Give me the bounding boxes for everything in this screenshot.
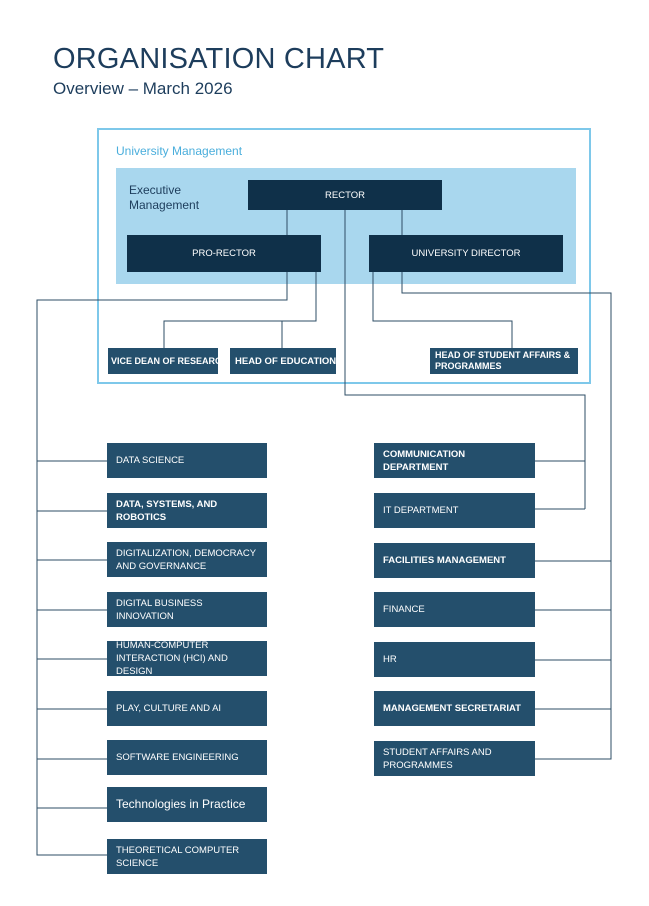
department-digitalization-democracy: DIGITALIZATION, DEMOCRACY AND GOVERNANCE bbox=[107, 542, 267, 577]
admin-student-affairs-programmes: STUDENT AFFAIRS AND PROGRAMMES bbox=[374, 741, 535, 776]
department-technologies-in-practice: Technologies in Practice bbox=[107, 787, 267, 822]
head-of-student-affairs-box: HEAD OF STUDENT AFFAIRS & PROGRAMMES bbox=[430, 348, 578, 374]
university-management-label: University Management bbox=[116, 144, 243, 158]
department-hci-design: HUMAN-COMPUTER INTERACTION (HCI) AND DES… bbox=[107, 640, 267, 677]
head-of-education-box: HEAD OF EDUCATION bbox=[230, 348, 336, 374]
pro-rector-box: PRO-RECTOR bbox=[127, 235, 321, 272]
pro-rector-to-heads-line bbox=[163, 272, 317, 348]
admin-it-department: IT DEPARTMENT bbox=[374, 493, 535, 528]
university-management-frame bbox=[97, 128, 591, 384]
director-to-administration-line bbox=[401, 272, 612, 760]
university-director-box: UNIVERSITY DIRECTOR bbox=[369, 235, 563, 272]
admin-management-secretariat: MANAGEMENT SECRETARIAT bbox=[374, 691, 535, 726]
chart-subtitle: Overview – March 2026 bbox=[53, 79, 233, 98]
department-data-science: DATA SCIENCE bbox=[107, 443, 267, 478]
department-software-engineering: SOFTWARE ENGINEERING bbox=[107, 740, 267, 775]
director-to-student-affairs-head-line bbox=[372, 272, 513, 348]
chart-title: ORGANISATION CHART bbox=[53, 43, 385, 75]
executive-management-label: Executive Management bbox=[129, 183, 200, 212]
rector-box: RECTOR bbox=[248, 180, 442, 210]
admin-hr: HR bbox=[374, 642, 535, 677]
department-data-systems-robotics: DATA, SYSTEMS, AND ROBOTICS bbox=[107, 493, 267, 528]
admin-facilities-management: FACILITIES MANAGEMENT bbox=[374, 543, 535, 578]
admin-communication-department: COMMUNICATION DEPARTMENT bbox=[374, 443, 535, 478]
department-play-culture-ai: PLAY, CULTURE AND AI bbox=[107, 691, 267, 726]
rector-to-communication-it-line bbox=[344, 210, 586, 510]
department-theoretical-computer-science: THEORETICAL COMPUTER SCIENCE bbox=[107, 839, 267, 874]
department-digital-business-innovation: DIGITAL BUSINESS INNOVATION bbox=[107, 592, 267, 627]
admin-finance: FINANCE bbox=[374, 592, 535, 627]
vice-dean-research-box: VICE DEAN OF RESEARCH bbox=[108, 348, 228, 374]
pro-rector-to-departments-line bbox=[36, 272, 288, 856]
